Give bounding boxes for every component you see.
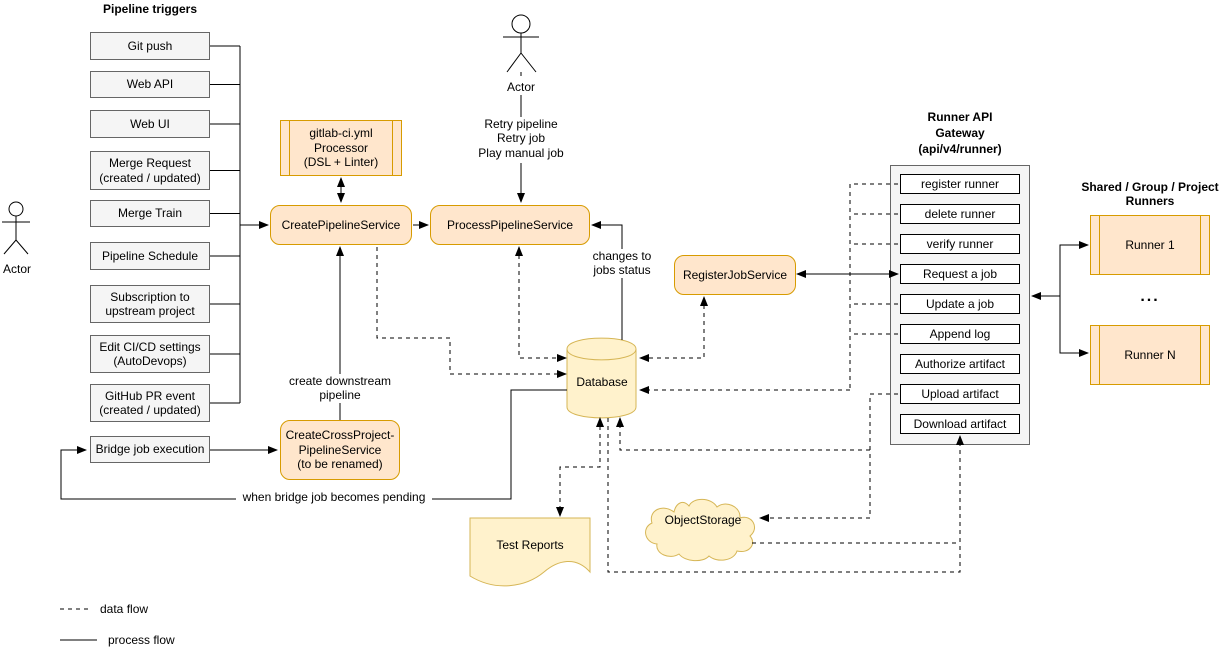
endpoint-upload-artifact: Upload artifact xyxy=(900,384,1020,404)
object-storage-label: ObjectStorage xyxy=(664,513,742,527)
endpoint-download-artifact: Download artifact xyxy=(900,414,1020,434)
endpoint-delete-runner: delete runner xyxy=(900,204,1020,224)
legend-data-flow-label: data flow xyxy=(100,602,149,616)
trigger-subscription: Subscription to upstream project xyxy=(90,285,210,323)
actor-top-figure xyxy=(503,14,539,73)
actor-top-label: Actor xyxy=(506,80,535,94)
create-downstream-pipeline-label: create downstream pipeline xyxy=(278,374,402,403)
trigger-merge-train: Merge Train xyxy=(90,200,210,227)
trigger-pipeline-schedule: Pipeline Schedule xyxy=(90,242,210,270)
database-changes-to-process-pipeline-arrow xyxy=(591,221,623,340)
test-reports-label: Test Reports xyxy=(496,538,564,552)
legend-process-flow-label: process flow xyxy=(108,633,175,647)
pipeline-triggers-title: Pipeline triggers xyxy=(102,2,198,16)
bridge-job-execution-box: Bridge job execution xyxy=(90,436,210,463)
endpoint-authorize-artifact: Authorize artifact xyxy=(900,354,1020,374)
trigger-web-api: Web API xyxy=(90,71,210,98)
retry-actions-label: Retry pipeline Retry job Play manual job xyxy=(472,117,570,161)
endpoint-register-runner: register runner xyxy=(900,174,1020,194)
trigger-merge-request: Merge Request (created / updated) xyxy=(90,151,210,190)
register-job-database-dashed xyxy=(639,296,708,362)
create-cross-project-pipeline-service-box: CreateCrossProject- PipelineService (to … xyxy=(280,420,400,480)
endpoint-append-log: Append log xyxy=(900,324,1020,344)
process-pipeline-service-box: ProcessPipelineService xyxy=(430,205,590,245)
trigger-git-push: Git push xyxy=(90,32,210,60)
actor-left-figure xyxy=(2,201,30,255)
upload-artifact-to-database-dashed xyxy=(616,417,870,451)
database-label: Database xyxy=(576,375,628,389)
trigger-github-pr: GitHub PR event (created / updated) xyxy=(90,384,210,422)
process-pipeline-database-dashed xyxy=(515,246,567,362)
create-pipeline-to-database-dashed xyxy=(376,247,567,378)
endpoint-verify-runner: verify runner xyxy=(900,234,1020,254)
endpoint-update-a-job: Update a job xyxy=(900,294,1020,314)
database-test-reports-dashed xyxy=(556,417,604,517)
gitlab-ci-yml-processor-box: gitlab-ci.yml Processor (DSL + Linter) xyxy=(280,120,402,176)
runner-bus-arrows xyxy=(1059,241,1089,357)
trigger-edit-cicd: Edit CI/CD settings (AutoDevops) xyxy=(90,335,210,373)
when-bridge-pending-label: when bridge job becomes pending xyxy=(236,490,432,505)
trigger-bus-line xyxy=(210,45,241,404)
runner-1-box: Runner 1 xyxy=(1090,215,1210,275)
create-pipeline-service-box: CreatePipelineService xyxy=(270,205,412,245)
object-storage-cloud xyxy=(645,498,755,562)
runner-gateway-title: Runner API Gateway (api/v4/runner) xyxy=(918,110,1002,156)
actor-left-label: Actor xyxy=(2,262,31,276)
changes-to-jobs-status-label: changes to jobs status xyxy=(584,249,660,278)
endpoint-request-a-job: Request a job xyxy=(900,264,1020,284)
runners-title: Shared / Group / Project Runners xyxy=(1081,180,1219,209)
upload-artifact-to-object-storage-dashed xyxy=(759,393,898,522)
trigger-web-ui: Web UI xyxy=(90,110,210,138)
runners-ellipsis: ... xyxy=(1140,288,1160,305)
runner-n-box: Runner N xyxy=(1090,325,1210,385)
register-job-service-box: RegisterJobService xyxy=(674,255,796,295)
